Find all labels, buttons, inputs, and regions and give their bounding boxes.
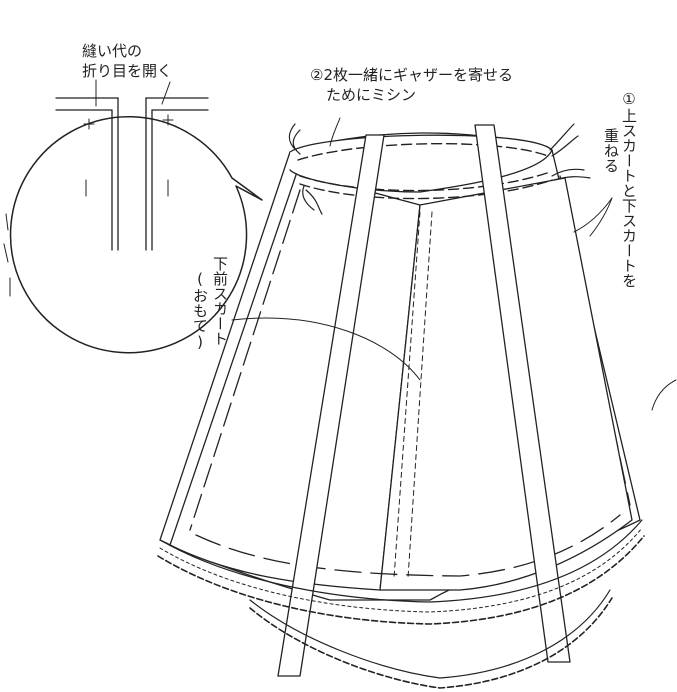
step2-label-line2: ためにミシン (326, 86, 417, 104)
step2-label-line1: ②2枚一緒にギャザーを寄せる (310, 66, 513, 84)
lace-hem (157, 519, 645, 689)
inset-label-line1: 縫い代の (82, 42, 143, 60)
lower-front-skirt-sub: (おもて) (191, 270, 209, 351)
step1-label-line2: 重ねる (602, 128, 620, 173)
leader-lines (231, 117, 677, 411)
inset-detail (9, 79, 263, 354)
ties (277, 124, 571, 677)
page-edge-marks (3, 213, 11, 297)
lower-front-skirt-label: 下前スカート (211, 256, 229, 346)
inset-label-line2: 折り目を開く (82, 62, 173, 80)
step1-label-line1: ①上スカートと下スカートを (620, 90, 638, 288)
